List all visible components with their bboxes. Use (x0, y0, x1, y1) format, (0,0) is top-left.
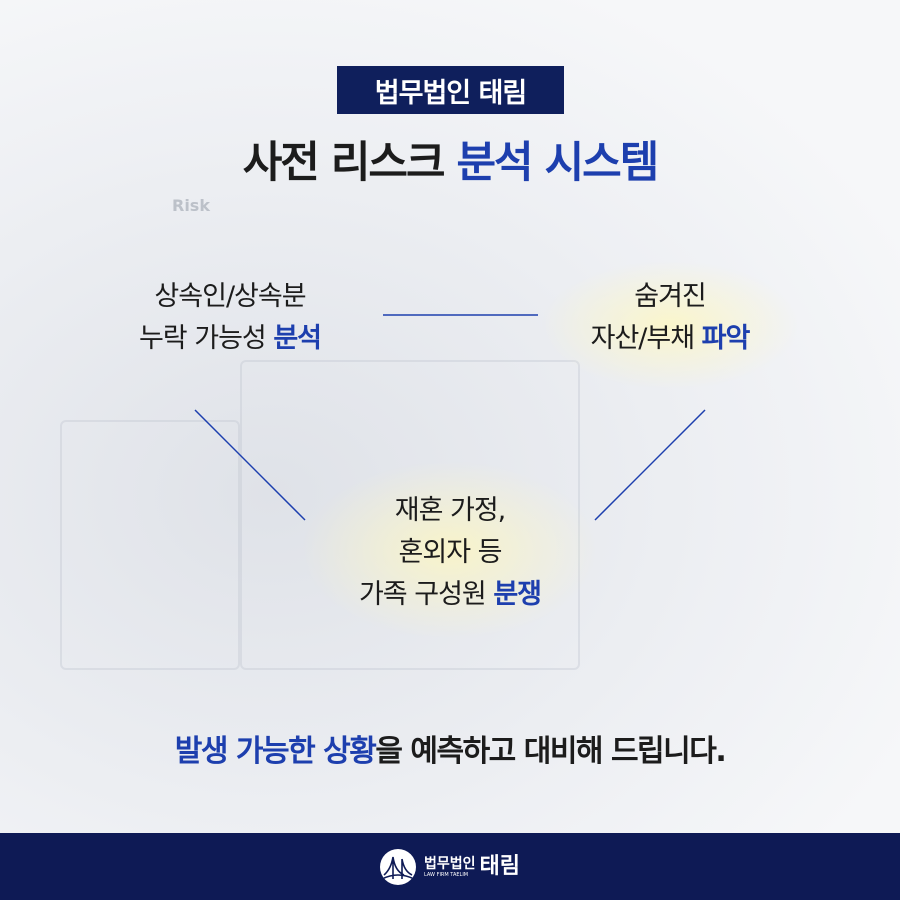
item-text: 가족 구성원 (358, 579, 494, 610)
glow (300, 460, 600, 640)
title-highlight: 분석 시스템 (456, 138, 659, 188)
footer-logo-text: 법무법인 LAW FIRM TAELIM 태림 (423, 853, 520, 879)
item-text: 자산/부채 (590, 323, 702, 354)
tagline: 발생 가능한 상황을 예측하고 대비해 드립니다. (0, 726, 900, 770)
item-highlight: 파악 (701, 323, 751, 354)
glow (540, 260, 800, 390)
item-highlight: 분석 (273, 323, 322, 354)
item-line: 혼외자 등 (398, 537, 503, 568)
item-text: 누락 가능성 (138, 323, 274, 354)
tagline-text: 을 예측하고 대비해 드립니다. (375, 734, 726, 769)
logo-english: LAW FIRM TAELIM (423, 871, 469, 878)
item-family-dispute: 재혼 가정, 혼외자 등 가족 구성원 분쟁 (300, 490, 600, 616)
title-plain: 사전 리스크 (242, 138, 457, 188)
item-highlight: 분쟁 (493, 579, 542, 610)
item-line: 상속인/상속분 (154, 281, 306, 312)
footer: 법무법인 LAW FIRM TAELIM 태림 (0, 833, 900, 900)
item-line: 재혼 가정, (394, 495, 507, 526)
law-firm-logo-icon (379, 848, 416, 885)
item-line: 숨겨진 (634, 281, 707, 312)
background-document-graphic (60, 420, 240, 670)
item-line: 누락 가능성 분석 (100, 318, 360, 360)
item-hidden-assets: 숨겨진 자산/부채 파악 (550, 276, 790, 360)
connector-line (194, 409, 306, 521)
background-risk-text: Risk (172, 196, 210, 215)
item-heir-analysis: 상속인/상속분 누락 가능성 분석 (100, 276, 360, 360)
page-title: 사전 리스크 분석 시스템 (0, 128, 900, 190)
tagline-highlight: 발생 가능한 상황 (174, 734, 377, 769)
item-line: 자산/부채 파악 (550, 318, 790, 360)
logo-korean-big: 태림 (479, 853, 520, 879)
logo-korean-small: 법무법인 (423, 855, 476, 872)
item-line: 가족 구성원 분쟁 (300, 574, 600, 616)
brand-badge: 법무법인 태림 (337, 66, 564, 114)
connector-line (594, 409, 706, 521)
